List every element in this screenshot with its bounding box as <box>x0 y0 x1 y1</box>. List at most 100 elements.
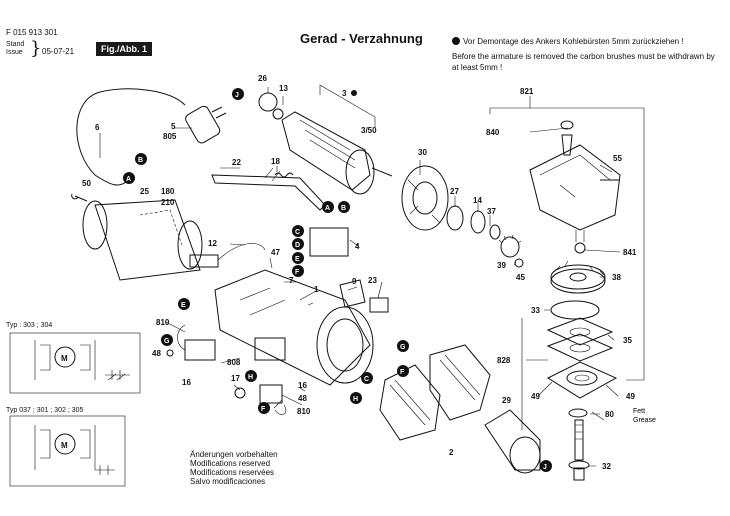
suppressor-assembly <box>166 324 216 361</box>
fan-30 <box>401 165 449 231</box>
label-50: 50 <box>82 179 91 188</box>
issue-label: Issue <box>6 49 23 56</box>
suppressor-assembly-b <box>234 384 303 415</box>
wiring-schematic-b: M <box>9 415 126 487</box>
callout-a-right: A <box>322 201 334 213</box>
part-labels: 26 13 3 6 5 805 3/50 22 18 30 50 25 180 … <box>82 74 637 471</box>
callout-f-bottom: F <box>258 402 270 414</box>
label-805: 805 <box>163 132 177 141</box>
power-cord <box>76 88 227 186</box>
label-16-b: 16 <box>298 381 307 390</box>
label-180: 180 <box>161 187 175 196</box>
crown-gear-38 <box>550 260 606 294</box>
svg-text:D: D <box>295 242 300 249</box>
brace-glyph: } <box>30 38 42 59</box>
callout-g-left: G <box>161 334 173 346</box>
disclaimer-line: Modifications reserved <box>190 459 271 468</box>
note-en: Before the armature is removed the carbo… <box>452 51 715 73</box>
callout-e-left: E <box>178 298 190 310</box>
svg-text:J: J <box>235 92 239 99</box>
button-23 <box>369 297 389 313</box>
label-39: 39 <box>497 261 506 270</box>
bullet-3-icon <box>351 90 357 96</box>
label-821: 821 <box>520 87 534 96</box>
cover-9 <box>339 279 366 308</box>
label-30: 30 <box>418 148 427 157</box>
svg-text:B: B <box>341 205 346 212</box>
label-17: 17 <box>231 374 240 383</box>
callout-c-right: C <box>361 372 373 384</box>
plates-35 <box>546 317 614 362</box>
svg-text:H: H <box>248 374 253 381</box>
motor-symbol-b: M <box>61 441 68 450</box>
label-55: 55 <box>613 154 622 163</box>
label-47: 47 <box>271 248 280 257</box>
label-13: 13 <box>279 84 288 93</box>
switch-wire <box>217 243 266 261</box>
svg-text:F: F <box>261 406 266 413</box>
disclaimer-line: Änderungen vorbehalten <box>190 450 278 459</box>
label-810-a: 810 <box>156 318 170 327</box>
spindle-32 <box>568 419 590 481</box>
armature-3 <box>258 92 393 195</box>
callout-c-mid: C <box>292 225 304 237</box>
label-32: 32 <box>602 462 611 471</box>
label-12: 12 <box>208 239 217 248</box>
label-1: 1 <box>314 285 319 294</box>
leader-lines <box>99 87 621 467</box>
label-808 <box>254 337 286 361</box>
label-48-b: 48 <box>298 394 307 403</box>
label-9: 9 <box>352 277 357 286</box>
callout-f-mid: F <box>292 265 304 277</box>
callout-d-mid: D <box>292 238 304 250</box>
handle-bracket-22 <box>211 167 326 211</box>
svg-text:B: B <box>138 157 143 164</box>
label-16-a: 16 <box>182 378 191 387</box>
assembly-bracket <box>489 107 645 381</box>
label-29: 29 <box>502 396 511 405</box>
label-38: 38 <box>612 273 621 282</box>
svg-text:E: E <box>181 302 186 309</box>
bearing-flange <box>546 361 618 399</box>
svg-text:C: C <box>364 376 369 383</box>
svg-text:J: J <box>543 464 547 471</box>
label-23: 23 <box>368 276 377 285</box>
svg-text:F: F <box>400 369 405 376</box>
callout-b-left: B <box>135 153 147 165</box>
disclaimer: Änderungen vorbehalten Modifications res… <box>190 450 278 486</box>
callout-f-right: F <box>397 365 409 377</box>
label-4: 4 <box>355 242 360 251</box>
svg-text:C: C <box>295 229 300 236</box>
label-49-b: 49 <box>626 392 635 401</box>
nut-45 <box>514 258 524 268</box>
callout-j-top: J <box>232 88 244 100</box>
callout-a-left: A <box>123 172 135 184</box>
callout-e-mid: E <box>292 252 304 264</box>
stand-issue-label: Stand Issue <box>6 41 24 57</box>
switch-12 <box>189 254 219 268</box>
motor-housing-25 <box>82 199 203 281</box>
label-210: 210 <box>161 198 175 207</box>
svg-text:H: H <box>353 396 358 403</box>
label-5: 5 <box>171 122 176 131</box>
wiring-type-b-label: Typ 037 ; 301 ; 302 ; 305 <box>6 407 84 414</box>
label-2: 2 <box>449 448 454 457</box>
callout-b-right: B <box>338 201 350 213</box>
label-27: 27 <box>450 187 459 196</box>
label-3: 3 <box>342 89 347 98</box>
callout-g-right: G <box>397 340 409 352</box>
stand-label: Stand <box>6 41 25 48</box>
callout-h-right: H <box>350 392 362 404</box>
label-808: 808 <box>227 358 241 367</box>
label-3-50: 3/50 <box>361 126 377 135</box>
svg-text:A: A <box>126 176 131 183</box>
label-7: 7 <box>289 276 294 285</box>
svg-text:G: G <box>400 344 406 351</box>
label-6: 6 <box>95 123 100 132</box>
switch-module-4 <box>309 227 349 257</box>
wiring-type-a-label: Typ : 303 ; 304 <box>6 322 53 329</box>
washer-27 <box>446 205 464 231</box>
armature-note: Vor Demontage des Ankers Kohlebürsten 5m… <box>452 36 722 74</box>
note-de-text: Vor Demontage des Ankers Kohlebürsten 5m… <box>463 37 684 46</box>
